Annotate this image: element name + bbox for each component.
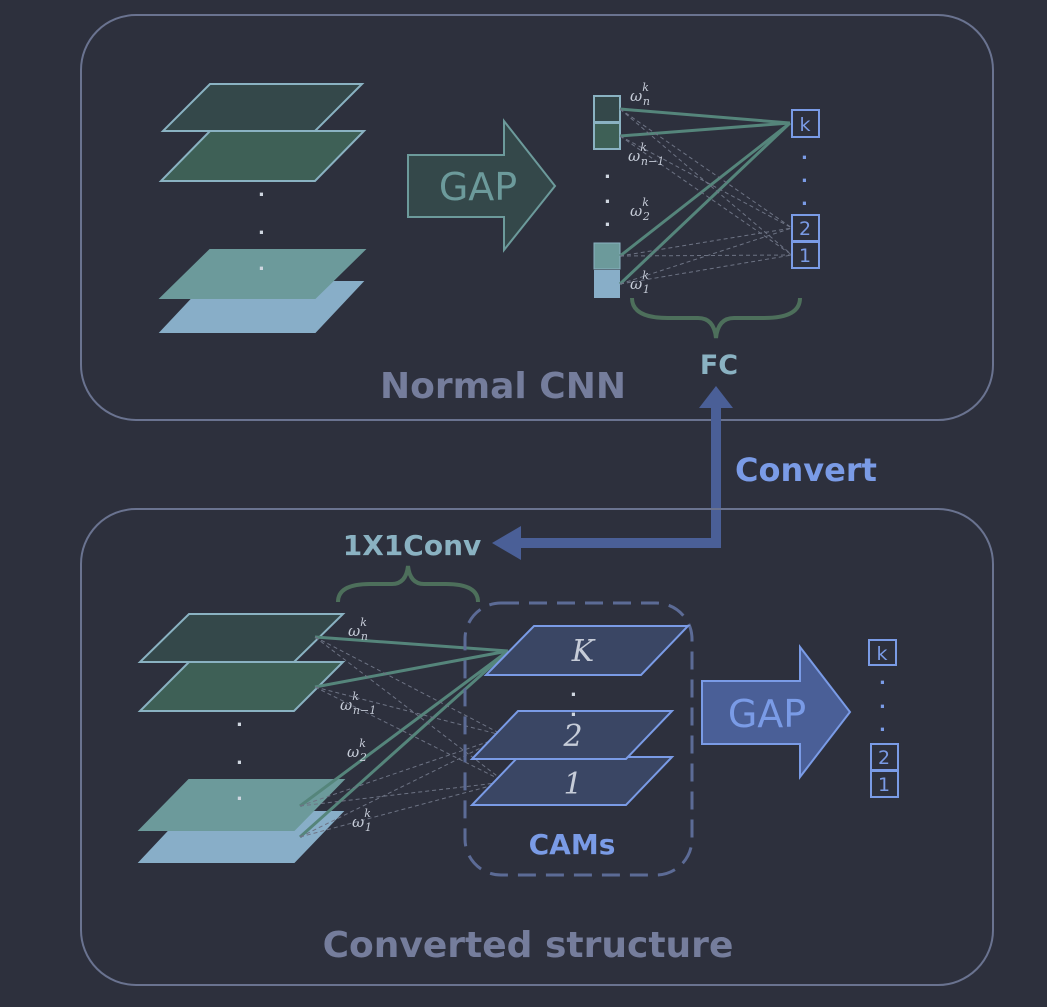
converted-structure-title: Converted structure <box>323 925 734 966</box>
conv-brace <box>336 565 480 603</box>
feature-map-3 <box>158 249 367 299</box>
feature-map-3 <box>137 779 346 831</box>
top-feature-maps: . . . <box>158 83 367 333</box>
cam-maps: K 2 1 . . <box>469 625 691 806</box>
cam-label-k: K <box>571 634 596 669</box>
ellipsis-dot: . <box>258 254 265 275</box>
conv-label: 1X1Conv <box>343 529 482 562</box>
ellipsis-dot: . <box>879 692 886 713</box>
top-output-nodes: k . . . 2 1 <box>791 109 820 269</box>
ellipsis-dot: . <box>604 210 611 231</box>
cam-label-2: 2 <box>562 719 582 754</box>
bottom-output-nodes: k . . . 2 1 <box>868 639 899 798</box>
ellipsis-dot: . <box>879 668 886 689</box>
normal-cnn-title: Normal CNN <box>380 366 626 407</box>
ellipsis-dot: . <box>801 166 808 187</box>
cams-group-box <box>463 601 694 877</box>
output-label-k: k <box>799 114 810 136</box>
output-label-2: 2 <box>799 218 811 240</box>
fc-label: FC <box>700 350 738 381</box>
cam-map-2 <box>469 710 675 760</box>
ellipsis-dot: . <box>570 680 577 701</box>
ellipsis-dot: . <box>801 189 808 210</box>
normal-cnn-panel <box>80 14 994 421</box>
output-label-2: 2 <box>878 747 890 769</box>
feature-map-2 <box>137 661 346 712</box>
fc-brace <box>630 297 802 339</box>
cam-map-k <box>483 625 691 676</box>
cams-caption: CAMs <box>529 828 616 861</box>
ellipsis-dot: . <box>236 784 243 805</box>
fc-connections <box>618 107 793 286</box>
output-label-1: 1 <box>799 245 811 267</box>
converted-structure-panel <box>80 508 994 986</box>
convert-label: Convert <box>735 451 877 489</box>
feature-map-1 <box>160 83 365 132</box>
bottom-feature-maps: . . . <box>137 613 346 863</box>
cam-label-1: 1 <box>563 767 582 802</box>
ellipsis-dot: . <box>258 180 265 201</box>
top-gap-label: GAP <box>439 165 517 209</box>
output-label-1: 1 <box>878 774 890 796</box>
ellipsis-dot: . <box>879 715 886 736</box>
convert-arrow <box>492 386 733 560</box>
bottom-gap-label: GAP <box>728 692 806 736</box>
ellipsis-dot: . <box>258 218 265 239</box>
top-gap-arrow: GAP <box>407 118 557 253</box>
pooled-vector: . . . <box>593 95 621 298</box>
ellipsis-dot: . <box>570 700 577 721</box>
bottom-gap-arrow: GAP <box>701 644 852 780</box>
ellipsis-dot: . <box>604 162 611 183</box>
ellipsis-dot: . <box>236 748 243 769</box>
ellipsis-dot: . <box>801 143 808 164</box>
output-label-k: k <box>876 643 887 665</box>
ellipsis-dot: . <box>604 187 611 208</box>
ellipsis-dot: . <box>236 710 243 731</box>
feature-map-2 <box>158 130 367 182</box>
conv-connections <box>299 635 509 839</box>
feature-map-1 <box>137 613 346 663</box>
